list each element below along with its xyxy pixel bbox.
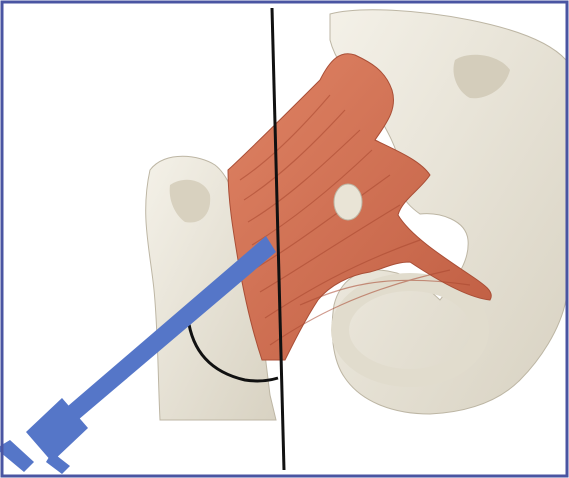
ligament-fenestration (334, 184, 362, 220)
